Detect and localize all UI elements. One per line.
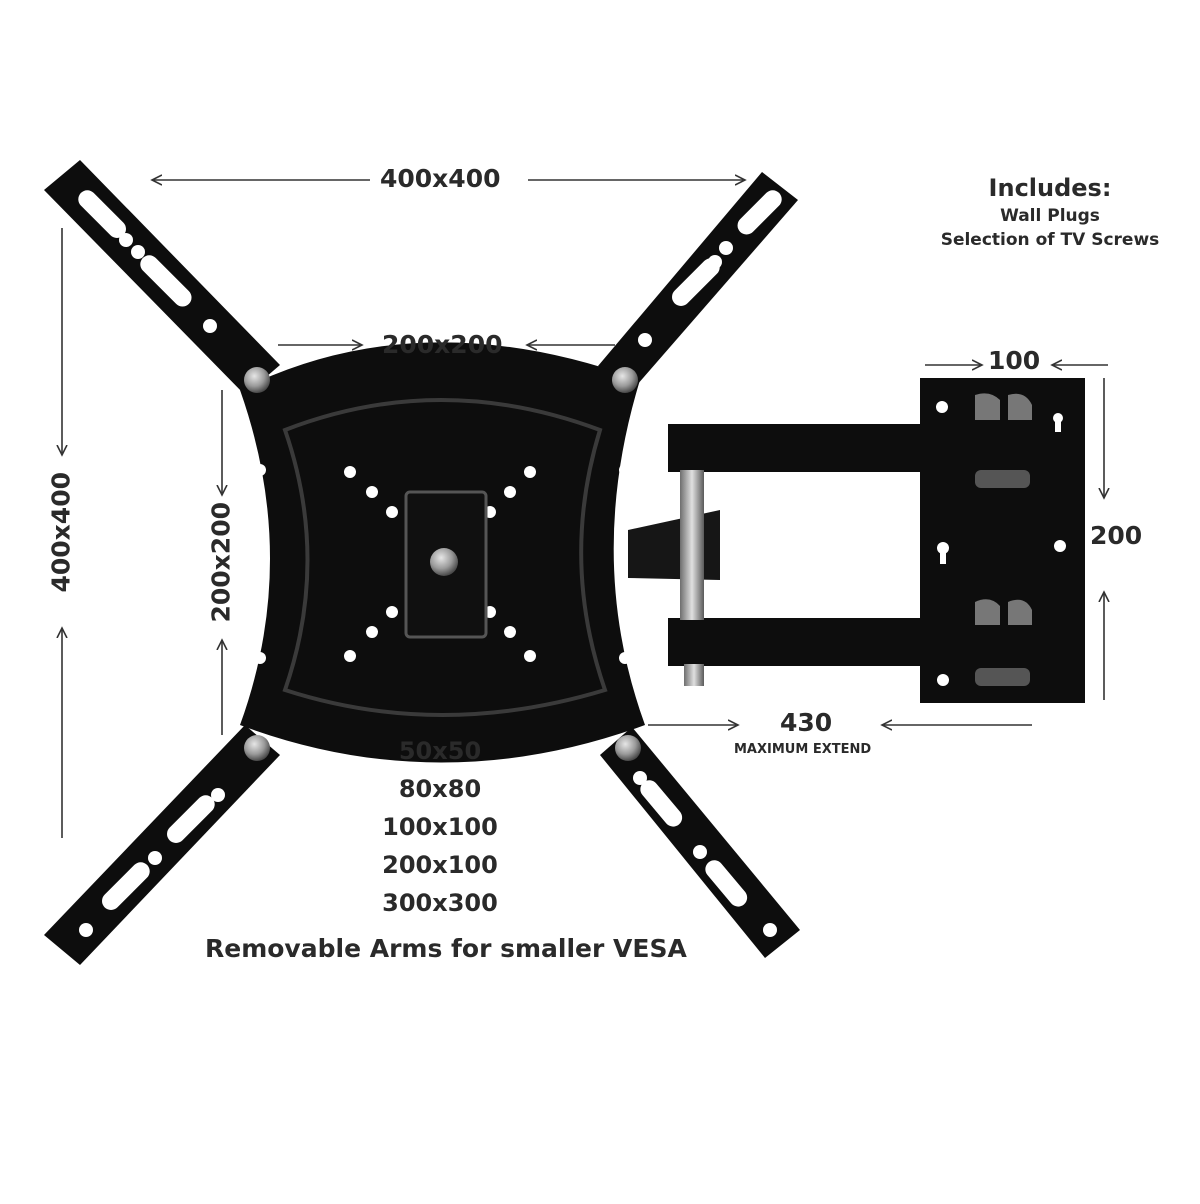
inner-width-label: 200x200 [382,330,503,359]
extension-caption: MAXIMUM EXTEND [734,742,872,757]
wall-plate [920,378,1085,703]
includes-title: Includes: [988,174,1112,202]
wall-plate-height-label: 200 [1090,521,1143,550]
removable-arms-caption: Removable Arms for smaller VESA [205,934,687,963]
mount-arm-bottom-right [600,727,800,958]
vesa-size: 300x300 [382,889,498,917]
inner-height-label: 200x200 [206,502,236,623]
vesa-size: 100x100 [382,813,498,841]
mount-arm-bottom-left [44,725,280,965]
vesa-size: 50x50 [398,737,482,765]
tv-plate [240,342,645,763]
top-width-label: 400x400 [380,164,501,193]
vesa-size: 200x100 [382,851,498,879]
extension-label: 430 [780,708,833,737]
mount-arm-top-right [598,172,798,393]
mount-arm-top-left [44,160,280,395]
includes-item: Wall Plugs [1000,206,1100,226]
vesa-size-list: 50x50 80x80 100x100 200x100 300x300 [340,732,540,922]
arm-bolts [244,367,641,761]
wall-plate-width-label: 100 [988,346,1041,375]
includes-item: Selection of TV Screws [940,230,1160,250]
left-height-label: 400x400 [46,472,76,593]
dimension-arrows [62,180,1108,838]
includes-box: Includes: Wall Plugs Selection of TV Scr… [930,174,1200,250]
vesa-size: 80x80 [398,775,482,803]
